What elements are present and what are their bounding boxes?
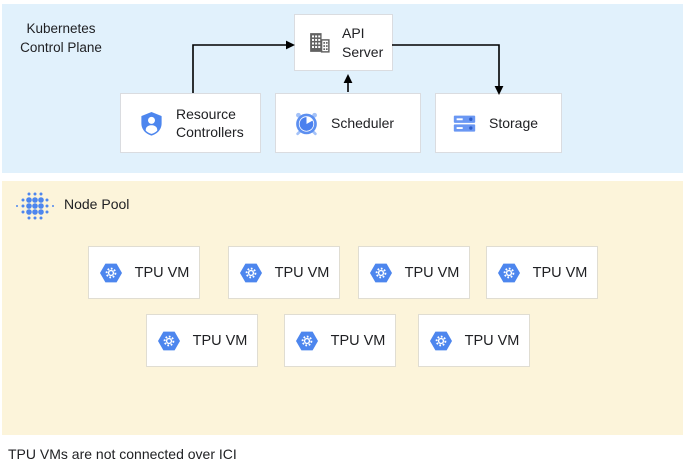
compute-hexagon-icon — [369, 262, 393, 284]
node-pool-zone: Node Pool — [2, 181, 683, 435]
api-server-node: API Server — [294, 14, 393, 71]
compute-hexagon-icon — [157, 330, 181, 352]
tpu-vm-box: TPU VM — [146, 314, 258, 367]
tpu-vm-box: TPU VM — [228, 246, 340, 299]
tpu-vm-box: TPU VM — [418, 314, 530, 367]
disks-icon — [451, 110, 478, 137]
building-icon — [307, 30, 332, 55]
compute-hexagon-icon — [497, 262, 521, 284]
tpu-vm-label: TPU VM — [274, 264, 330, 281]
scheduler-node: Scheduler — [275, 93, 421, 153]
tpu-vm-box: TPU VM — [284, 314, 396, 367]
node-pool-title: Node Pool — [64, 196, 130, 212]
control-plane-title: Kubernetes Control Plane — [20, 21, 102, 55]
scheduler-label: Scheduler — [331, 114, 395, 131]
diagram-caption: TPU VMs are not connected over ICI — [8, 446, 237, 462]
shield-user-icon — [138, 110, 165, 137]
tpu-vm-label: TPU VM — [404, 264, 460, 281]
compute-hexagon-icon — [295, 330, 319, 352]
tpu-vm-box: TPU VM — [88, 246, 200, 299]
tpu-vm-box: TPU VM — [358, 246, 470, 299]
tpu-vm-label: TPU VM — [464, 332, 520, 349]
alarm-clock-icon — [293, 110, 320, 137]
tpu-vm-label: TPU VM — [192, 332, 248, 349]
compute-hexagon-icon — [429, 330, 453, 352]
tpu-vm-label: TPU VM — [532, 264, 588, 281]
compute-hexagon-icon — [99, 262, 123, 284]
resource-controllers-label: Resource Controllers — [176, 105, 244, 140]
node-pool-dot-grid-icon — [15, 190, 55, 222]
tpu-vm-box: TPU VM — [486, 246, 598, 299]
resource-controllers-node: Resource Controllers — [120, 93, 261, 153]
storage-label: Storage — [489, 114, 539, 131]
tpu-vm-label: TPU VM — [330, 332, 386, 349]
api-server-label: API Server — [342, 25, 384, 60]
storage-node: Storage — [435, 93, 562, 153]
tpu-vm-label: TPU VM — [134, 264, 190, 281]
compute-hexagon-icon — [239, 262, 263, 284]
